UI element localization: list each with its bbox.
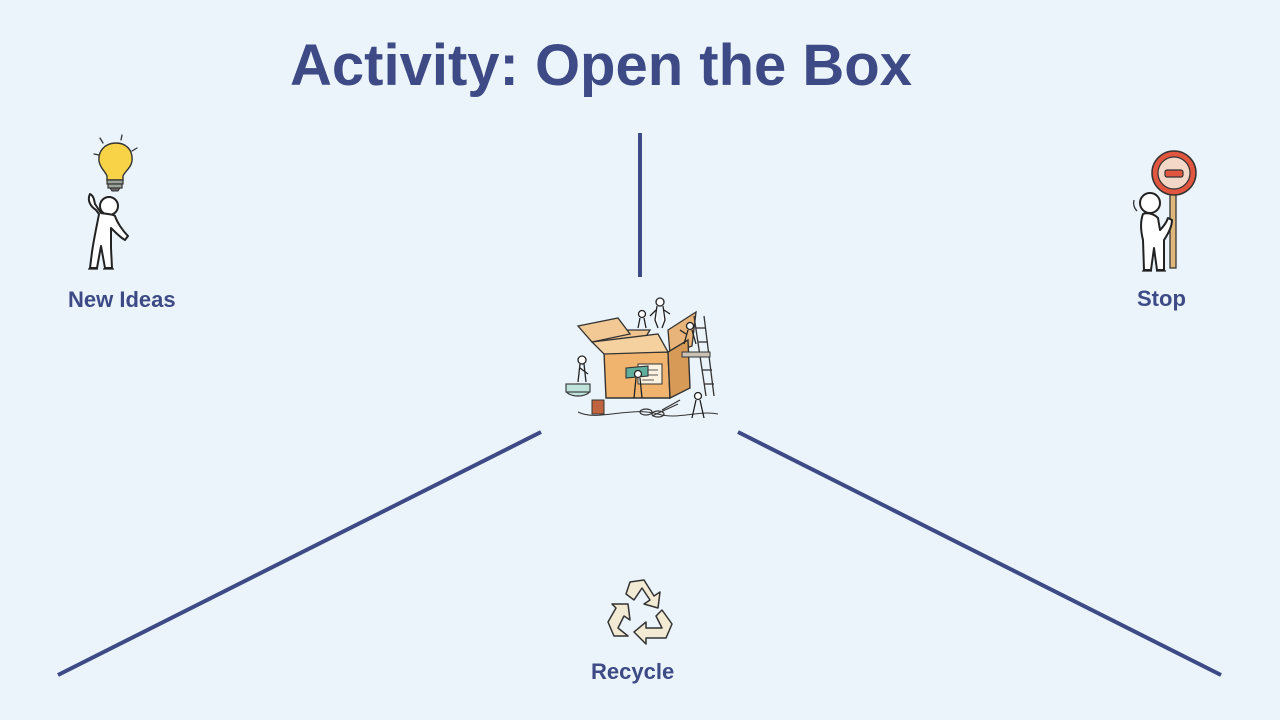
person-lightbulb-icon xyxy=(87,134,138,270)
divider-line-right xyxy=(737,430,1222,677)
person-stop-sign-icon xyxy=(1132,150,1197,272)
label-stop: Stop xyxy=(1137,286,1186,311)
recycle-icon xyxy=(607,579,673,645)
label-recycle: Recycle xyxy=(591,659,675,684)
label-new-ideas: New Ideas xyxy=(68,287,176,312)
open-box-workers-icon xyxy=(565,297,719,419)
slide-title: Activity: Open the Box xyxy=(290,33,912,98)
divider-line-left xyxy=(57,430,542,677)
